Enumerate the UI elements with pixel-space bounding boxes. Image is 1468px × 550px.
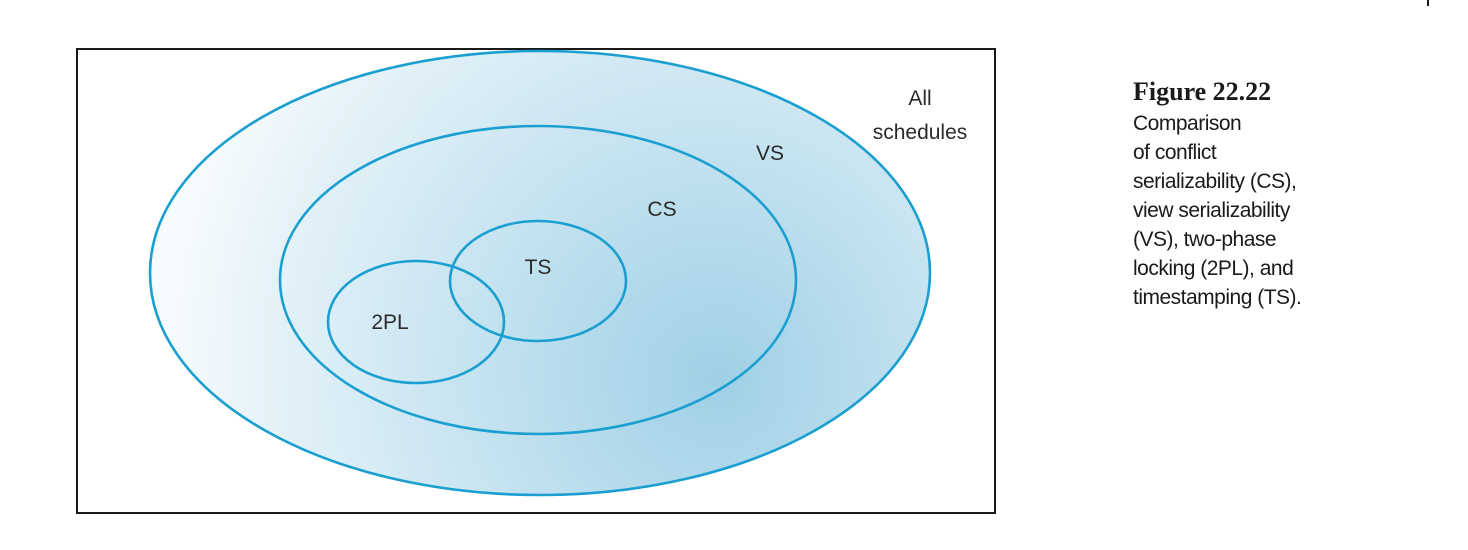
- ts-label: TS: [525, 256, 552, 279]
- caption-line: (VS), two-phase: [1133, 228, 1277, 251]
- caption-line: serializability (CS),: [1133, 170, 1297, 193]
- caption-line: Comparison: [1133, 112, 1242, 135]
- page-edge-mark: [1427, 0, 1429, 6]
- vs-label: VS: [756, 142, 784, 165]
- all-schedules-set: [148, 49, 932, 497]
- caption-line: locking (2PL), and: [1133, 257, 1294, 280]
- cs-label: CS: [647, 198, 676, 221]
- caption-line: timestamping (TS).: [1133, 286, 1302, 309]
- twopl-label: 2PL: [371, 311, 408, 334]
- caption-line: of conflict: [1133, 141, 1217, 164]
- figure-number: Figure 22.22: [1133, 77, 1272, 106]
- vs-set: [278, 124, 798, 436]
- caption-line: view serializability: [1133, 199, 1290, 222]
- twopl-set: [326, 259, 506, 385]
- figure-caption: Figure 22.22 Comparison of conflict seri…: [1133, 77, 1453, 312]
- all-schedules-label-line1: All: [908, 87, 931, 110]
- cs-set: [448, 219, 628, 343]
- all-schedules-label-line2: schedules: [873, 121, 968, 144]
